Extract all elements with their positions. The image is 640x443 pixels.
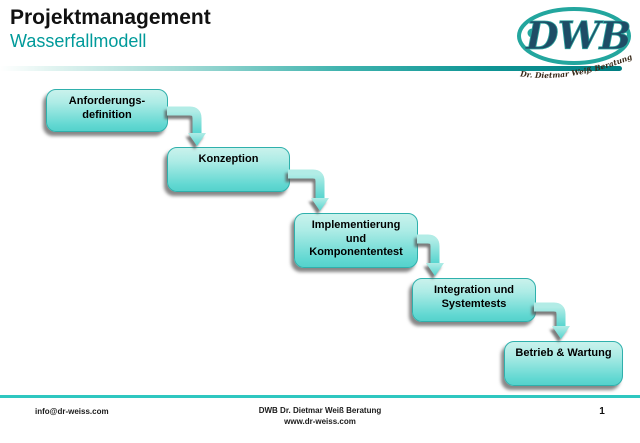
step-label: Betrieb & Wartung: [515, 347, 612, 359]
step-label: Anforderungs- definition: [68, 95, 146, 121]
page-title: Projektmanagement: [10, 6, 211, 29]
page-number: 1: [599, 406, 605, 417]
waterfall-step-konzeption: Konzeption: [167, 147, 290, 192]
logo-dot-icon: [527, 28, 537, 38]
step-label: Konzeption: [198, 153, 259, 165]
logo-ellipse: [517, 7, 631, 65]
waterfall-step-anforderungsdefinition: Anforderungs- definition: [46, 89, 168, 132]
footer-divider: [0, 395, 640, 398]
waterfall-step-implementierung: Implementierung und Komponententest: [294, 213, 418, 268]
step-label: Implementierung und Komponententest: [309, 219, 403, 258]
company-logo: DWB Dr. Dietmar Weiß Beratung: [517, 7, 633, 80]
footer-company: DWB Dr. Dietmar Weiß Beratung: [258, 406, 382, 415]
step-label: Integration und Systemtests: [433, 284, 515, 310]
arrow-step2-to-step3: [288, 169, 329, 211]
arrow-step1-to-step2: [167, 106, 206, 146]
page-subtitle: Wasserfallmodell: [10, 31, 147, 51]
waterfall-step-integration: Integration und Systemtests: [412, 278, 536, 322]
arrow-step3-to-step4: [417, 234, 444, 276]
footer-center: DWB Dr. Dietmar Weiß Beratung www.dr-wei…: [0, 405, 640, 427]
waterfall-step-betrieb-wartung: Betrieb & Wartung: [504, 341, 623, 386]
footer-website: www.dr-weiss.com: [284, 417, 356, 426]
logo-acronym: DWB: [525, 13, 631, 58]
arrow-step4-to-step5: [534, 302, 570, 339]
header-divider: [0, 66, 622, 71]
footer-email: info@dr-weiss.com: [35, 407, 109, 416]
